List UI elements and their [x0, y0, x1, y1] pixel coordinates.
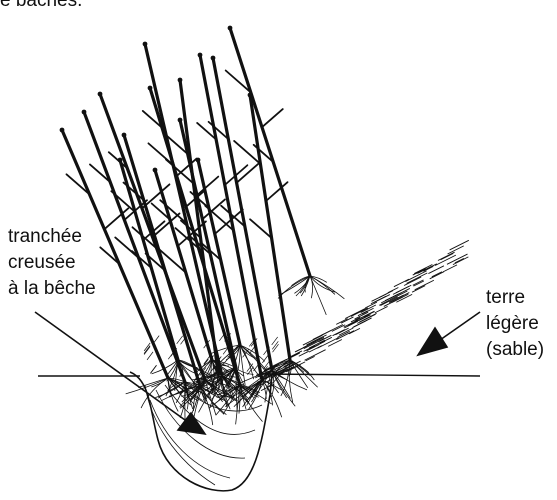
- seedling-tip: [228, 26, 233, 31]
- soil-stroke: [455, 258, 464, 263]
- soil-arrow-line: [440, 312, 480, 340]
- seedling-tip: [148, 86, 153, 91]
- seedling-branch: [262, 109, 283, 127]
- soil-stroke: [438, 252, 455, 260]
- soil-label-line-2: légère: [486, 311, 544, 337]
- root: [310, 276, 326, 315]
- seedling-tip: [122, 133, 127, 138]
- seedling-tip: [211, 56, 216, 61]
- trench-label-line-2: creusée: [8, 250, 96, 276]
- seedling-tip: [178, 118, 183, 123]
- seedling-tip: [153, 168, 158, 173]
- seedling-tip: [198, 53, 203, 58]
- soil-stroke: [453, 257, 468, 265]
- soil-stroke: [432, 272, 442, 277]
- soil-label-line-3: (sable): [486, 337, 544, 363]
- soil-stroke: [430, 272, 444, 279]
- trench-label-line-3: à la bêche: [8, 276, 96, 302]
- seedling-tip: [248, 93, 253, 98]
- trench-arrowhead: [178, 413, 205, 434]
- trench-label-line-1: tranchée: [8, 224, 96, 250]
- soil-stroke: [147, 352, 153, 360]
- seedling-tip: [143, 42, 148, 47]
- soil-stroke: [321, 325, 342, 336]
- soil-stroke: [375, 306, 388, 312]
- soil-label-line-1: terre: [486, 285, 544, 311]
- trench-label: tranchée creusée à la bêche: [8, 224, 96, 302]
- soil-arrowhead: [418, 328, 447, 355]
- soil-label: terre légère (sable): [486, 285, 544, 363]
- seedling-tip: [82, 110, 87, 115]
- seedling-stem: [250, 95, 290, 360]
- soil-stroke: [262, 355, 268, 363]
- seedling-tip: [60, 128, 65, 133]
- soil-stroke: [441, 253, 454, 259]
- tree-seedlings: [60, 26, 310, 386]
- seedling-tip: [98, 92, 103, 97]
- seedling-branch: [202, 199, 225, 219]
- soil-stroke: [412, 286, 425, 293]
- seedling-tip: [196, 158, 201, 163]
- seedling-tip: [178, 78, 183, 83]
- seedling-stem: [124, 135, 200, 386]
- soil-stroke: [328, 340, 342, 347]
- soil-stroke: [144, 347, 150, 355]
- soil-stroke: [407, 273, 428, 283]
- soil-stroke: [336, 319, 347, 325]
- soil-stroke: [415, 280, 434, 290]
- seedling-stem: [230, 28, 310, 276]
- soil-stroke: [443, 265, 457, 272]
- soil-stroke: [413, 281, 423, 286]
- seedling-branch: [237, 163, 259, 183]
- seedling-tip: [118, 158, 123, 163]
